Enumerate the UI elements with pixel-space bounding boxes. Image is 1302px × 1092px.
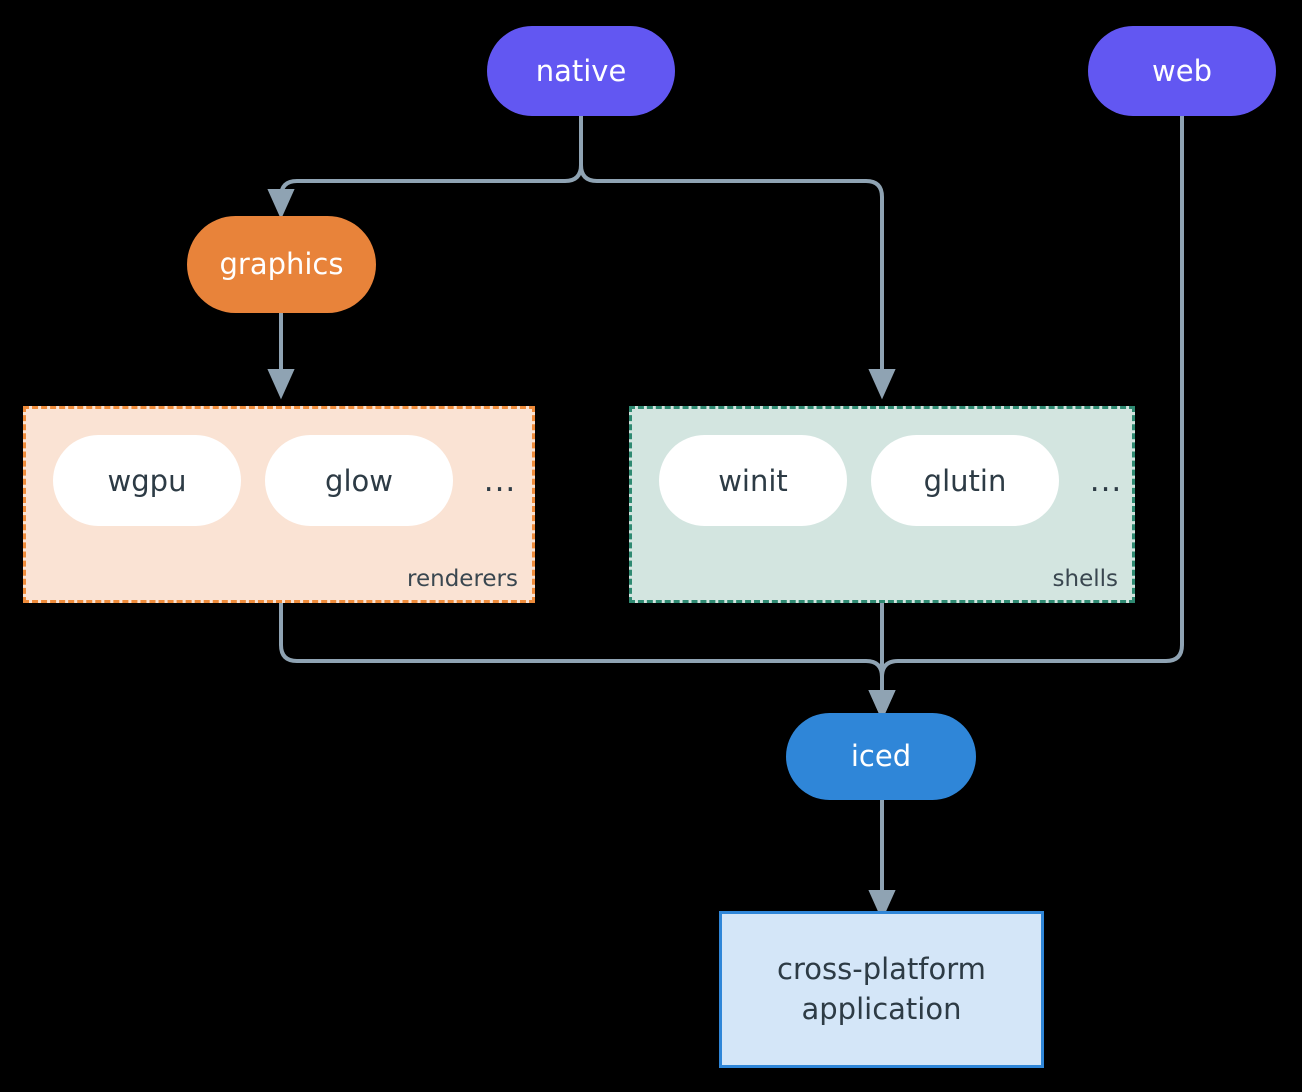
node-winit[interactable]: winit — [659, 435, 847, 526]
group-shells: winit glutin ... shells — [629, 406, 1135, 603]
node-iced[interactable]: iced — [786, 713, 976, 800]
node-iced-label: iced — [850, 739, 912, 774]
node-glow-label: glow — [325, 463, 393, 498]
node-graphics[interactable]: graphics — [187, 216, 376, 313]
node-wgpu[interactable]: wgpu — [53, 435, 241, 526]
node-application[interactable]: cross-platform application — [719, 911, 1044, 1068]
node-wgpu-label: wgpu — [107, 463, 187, 498]
node-glutin-label: glutin — [923, 463, 1007, 498]
node-native[interactable]: native — [487, 26, 675, 116]
edge-renderers-iced — [279, 601, 896, 721]
node-glutin[interactable]: glutin — [871, 435, 1059, 526]
node-application-line1: cross-platform — [777, 952, 986, 987]
edge-native-split — [267, 111, 583, 220]
node-winit-label: winit — [718, 463, 788, 498]
node-web[interactable]: web — [1088, 26, 1276, 116]
shells-overflow-ellipsis: ... — [1089, 462, 1123, 499]
group-renderers: wgpu glow ... renderers — [23, 406, 535, 603]
node-native-label: native — [535, 53, 627, 88]
node-glow[interactable]: glow — [265, 435, 453, 526]
renderers-overflow-ellipsis: ... — [483, 462, 517, 499]
node-application-line2: application — [801, 991, 962, 1026]
node-graphics-label: graphics — [219, 247, 344, 282]
group-renderers-label: renderers — [407, 566, 518, 592]
group-shells-label: shells — [1052, 566, 1118, 592]
node-web-label: web — [1152, 53, 1212, 88]
edge-native-shells — [579, 111, 896, 400]
